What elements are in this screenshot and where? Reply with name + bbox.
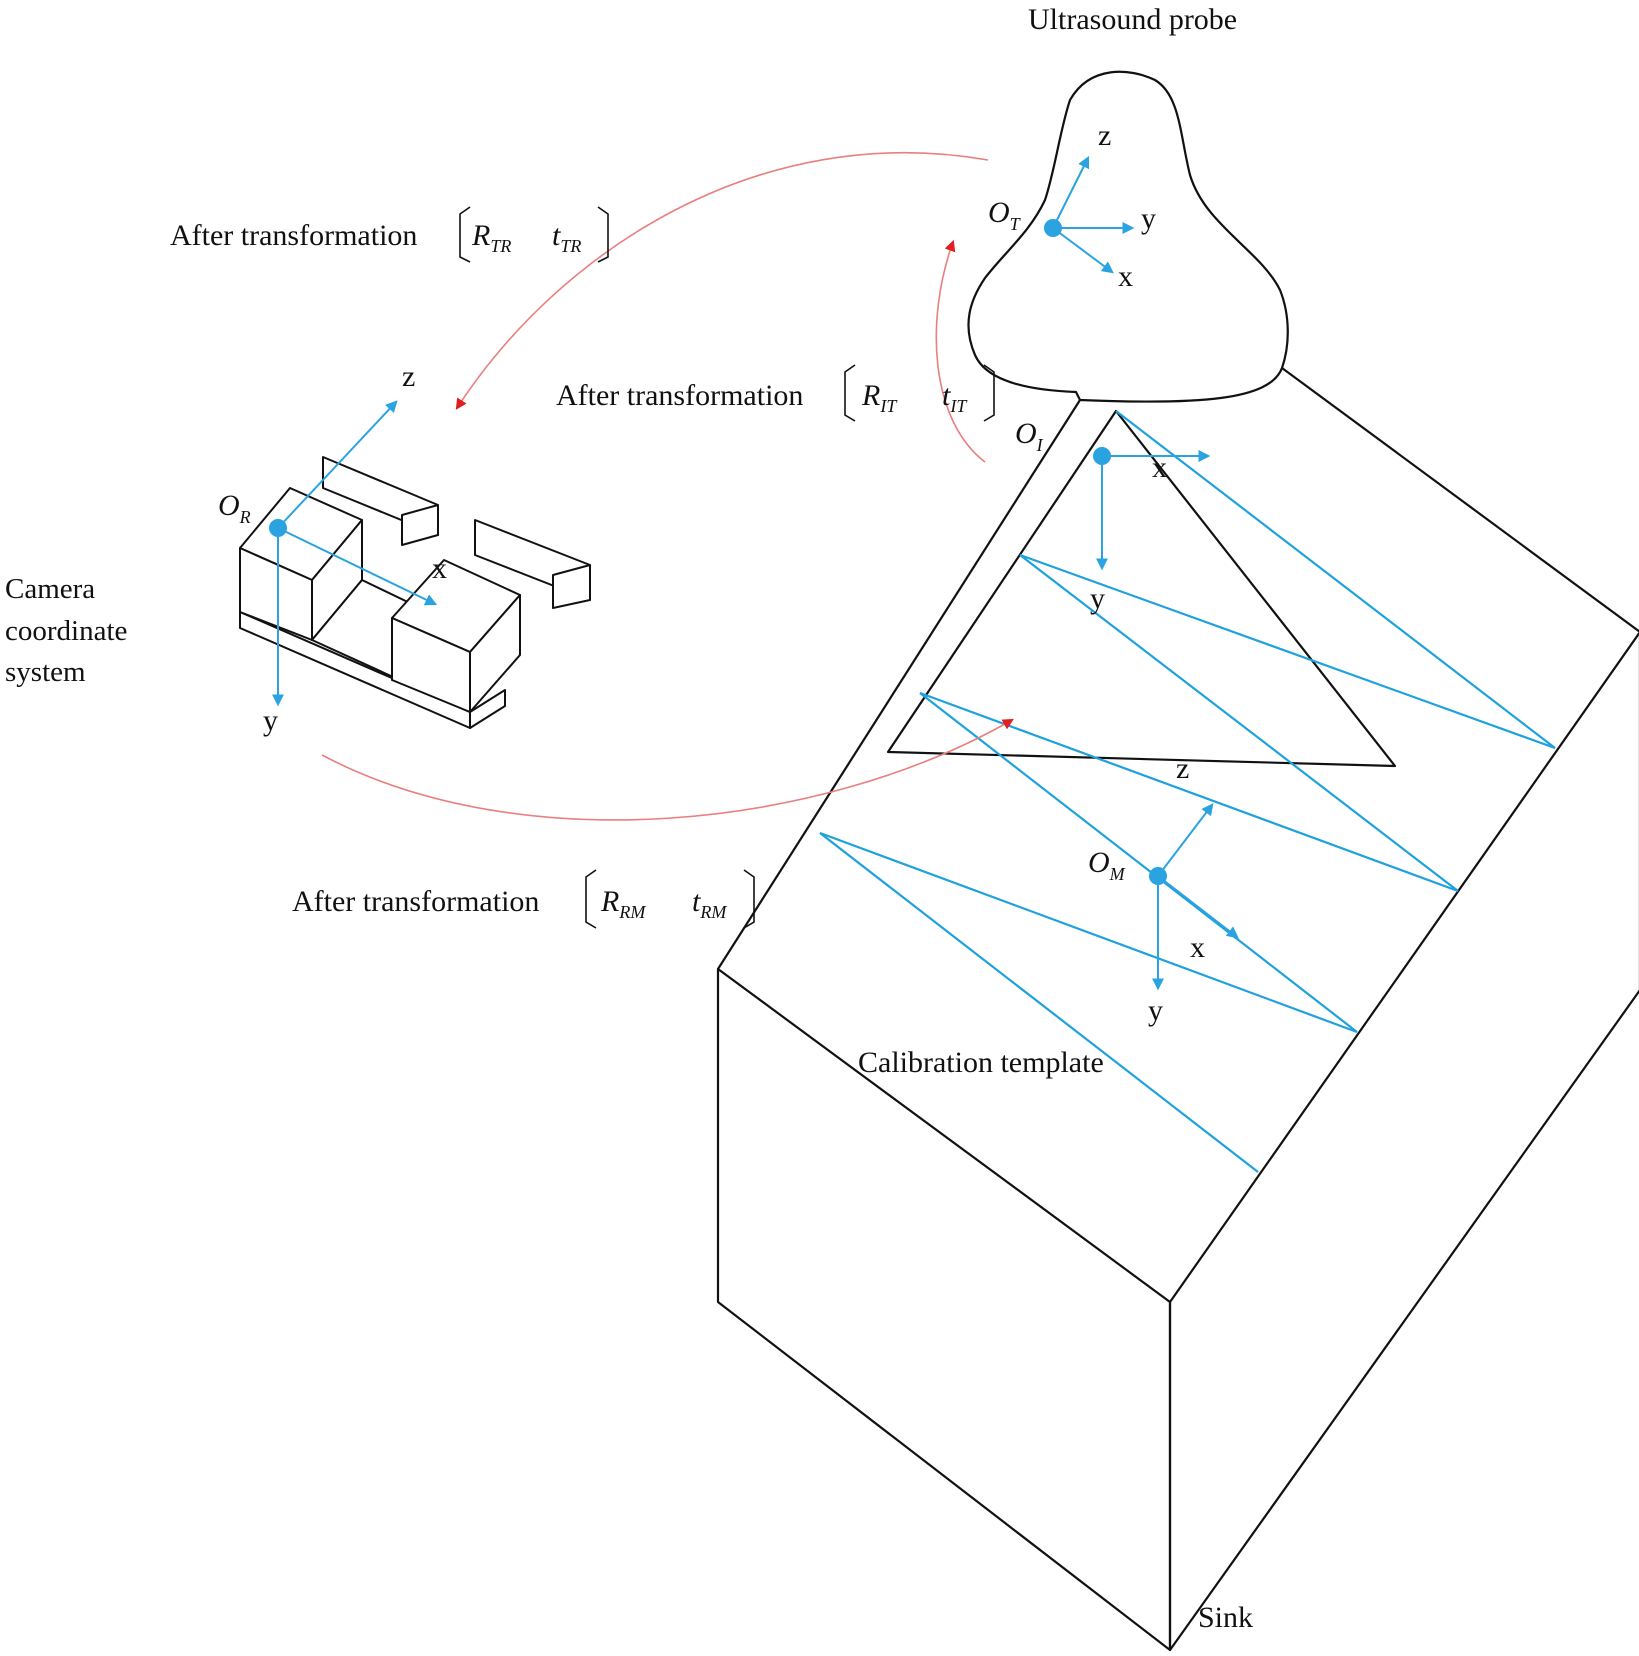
sink-label: Sink xyxy=(1198,1601,1253,1634)
camera-base-side xyxy=(469,689,506,729)
probe-x-axis xyxy=(1052,227,1114,274)
probe-frame-axes xyxy=(1044,155,1135,274)
template-line-2 xyxy=(1019,553,1556,750)
template-frame-axes xyxy=(1149,803,1239,991)
camera-title-line3: system xyxy=(5,656,86,688)
probe-title: Ultrasound probe xyxy=(1028,3,1237,36)
probe-z-axis xyxy=(1052,155,1090,229)
svg-text:tTR: tTR xyxy=(552,219,581,256)
template-x-label: x xyxy=(1190,931,1205,964)
svg-text:After transformation: After transformation xyxy=(292,885,539,918)
camera-title-line2: coordinate xyxy=(5,615,127,647)
svg-text:RRM: RRM xyxy=(600,885,646,922)
template-origin-label: OM xyxy=(1088,846,1126,884)
camera-title-line1: Camera xyxy=(5,573,95,605)
svg-text:tIT: tIT xyxy=(942,379,968,416)
svg-text:RIT: RIT xyxy=(861,379,898,416)
image-origin-dot xyxy=(1093,447,1111,465)
probe-origin-label: OT xyxy=(988,196,1022,234)
sink-side-face xyxy=(1168,631,1639,1652)
sink-box xyxy=(716,367,1639,1652)
template-line-5 xyxy=(919,692,1358,1033)
arc-image-to-probe xyxy=(935,239,986,463)
probe-origin-dot xyxy=(1044,219,1062,237)
probe-outline xyxy=(967,70,1289,403)
right-lens-end xyxy=(552,564,591,609)
template-origin-dot xyxy=(1149,867,1167,885)
template-x-axis xyxy=(1157,875,1239,939)
camera-x-axis xyxy=(277,527,438,606)
template-line-4 xyxy=(919,691,1459,893)
camera-origin-dot xyxy=(269,519,287,537)
sink-top-back-edge xyxy=(1281,367,1639,633)
transform-rm-label: After transformation RRM tRM xyxy=(292,869,755,929)
svg-text:RTR: RTR xyxy=(471,219,511,256)
calibration-template-label: Calibration template xyxy=(858,1046,1104,1079)
camera-y-label: y xyxy=(263,704,278,737)
right-block-side xyxy=(469,594,521,713)
camera-frame-axes xyxy=(269,400,438,707)
template-z-label: z xyxy=(1176,752,1189,785)
image-origin-label: OI xyxy=(1015,417,1044,455)
camera-origin-label: OR xyxy=(218,489,251,527)
template-line-6 xyxy=(819,831,1358,1034)
image-y-label: y xyxy=(1090,582,1105,615)
sink-top-left-edge xyxy=(717,399,1081,970)
probe-x-label: x xyxy=(1118,260,1133,293)
left-lens-end xyxy=(401,504,439,546)
svg-text:tRM: tRM xyxy=(692,885,727,922)
transform-it-label: After transformation RIT tIT xyxy=(556,364,995,422)
template-line-7 xyxy=(819,832,1259,1173)
template-y-label: y xyxy=(1148,994,1163,1027)
transform-tr-label: After transformation RTR tTR xyxy=(170,206,609,263)
svg-text:After transformation: After transformation xyxy=(170,219,417,252)
arc-probe-to-camera xyxy=(455,151,989,410)
svg-text:After transformation: After transformation xyxy=(556,379,803,412)
probe-z-label: z xyxy=(1098,119,1111,152)
template-line-3 xyxy=(1019,554,1459,892)
image-frame-axes xyxy=(1093,447,1211,571)
camera-z-label: z xyxy=(402,360,415,393)
ultrasound-beam-triangle xyxy=(886,409,1397,768)
image-x-label: x xyxy=(1152,451,1167,484)
template-line-1 xyxy=(1115,410,1556,749)
camera-device xyxy=(239,456,591,729)
camera-z-axis xyxy=(277,400,398,529)
probe-y-label: y xyxy=(1141,202,1156,235)
template-z-axis xyxy=(1157,803,1214,877)
camera-x-label: x xyxy=(432,552,447,585)
arc-camera-to-template xyxy=(321,718,1014,821)
